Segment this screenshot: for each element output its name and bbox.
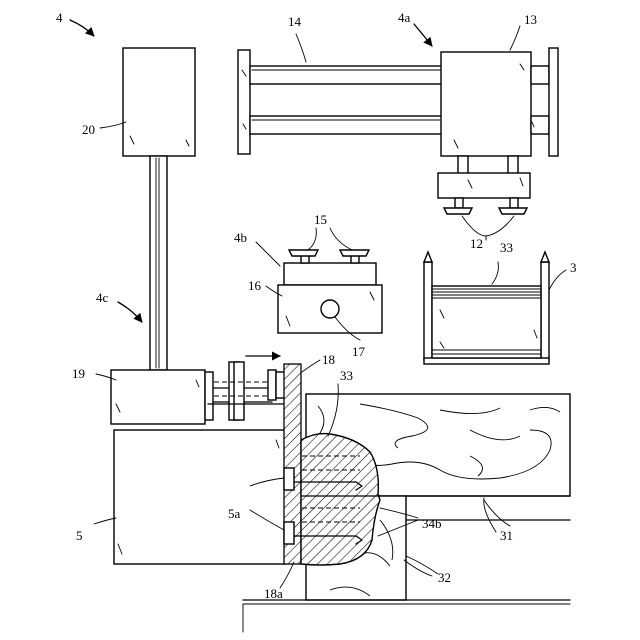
rod-stub-upper [531, 66, 549, 84]
label-20: 20 [82, 122, 95, 137]
magazine-base [424, 358, 549, 364]
label-4b: 4b [234, 230, 247, 245]
rod-stub-lower [531, 116, 549, 134]
label-33-edge: 33 [340, 368, 353, 383]
label-15: 15 [314, 212, 327, 227]
cylinder-20 [123, 48, 195, 156]
label-4-arrow [70, 20, 94, 36]
label-32: 32 [438, 570, 451, 585]
press-block-19 [111, 370, 205, 424]
board-stack-33 [432, 286, 541, 358]
suction-cup-15-left [289, 250, 318, 256]
guide-rod-lower [250, 116, 442, 134]
label-31: 31 [500, 528, 513, 543]
profile-edge-33 [301, 434, 380, 565]
label-18: 18 [322, 352, 335, 367]
fastener-5a-upper [284, 468, 294, 490]
magazine-3 [424, 252, 566, 364]
label-16: 16 [248, 278, 262, 293]
suction-cup-15-right [340, 250, 369, 256]
label-4b-leader [256, 242, 280, 266]
label-5: 5 [76, 528, 83, 543]
label-4c: 4c [96, 290, 109, 305]
fastener-5a-lower [284, 522, 294, 544]
vertical-actuator-4c [123, 48, 195, 370]
label-14: 14 [288, 14, 302, 29]
suction-head-block [438, 173, 530, 198]
hole-17 [321, 300, 339, 318]
carriage-post-right [508, 156, 518, 174]
label-4a-arrow [414, 24, 432, 46]
label-13: 13 [524, 12, 537, 27]
machine-body-5 [114, 430, 286, 564]
label-4c-arrow [118, 302, 142, 322]
label-19: 19 [72, 366, 85, 381]
suction-cup-12-right [499, 208, 527, 214]
suction-unit-4b [278, 228, 382, 340]
press-assembly [111, 356, 286, 424]
end-plate-left [238, 50, 250, 154]
label-4: 4 [56, 10, 63, 25]
linear-actuator-4a [238, 48, 558, 240]
end-plate-right [549, 48, 558, 156]
guide-rod-upper [250, 66, 442, 84]
label-17: 17 [352, 344, 366, 359]
table-5 [114, 430, 286, 564]
label-18a: 18a [264, 586, 283, 601]
label-3: 3 [570, 260, 577, 275]
ram-rod [150, 156, 167, 370]
carriage-post-left [458, 156, 468, 174]
label-4a: 4a [398, 10, 411, 25]
cup-holder-plate [284, 263, 376, 285]
label-5a: 5a [228, 506, 241, 521]
label-34b: 34b [422, 516, 442, 531]
suction-cup-12-left [444, 208, 472, 214]
label-12: 12 [470, 236, 483, 251]
label-33-magazine: 33 [500, 240, 513, 255]
